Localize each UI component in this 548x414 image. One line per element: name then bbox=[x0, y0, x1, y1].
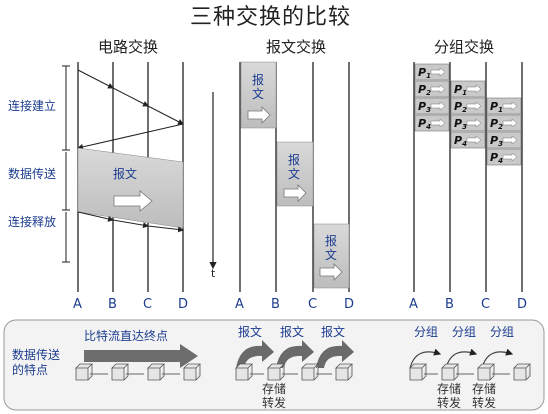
node-cube-icon bbox=[335, 363, 353, 381]
message-node-b: B bbox=[271, 297, 280, 312]
circuit-message-label: 报文 bbox=[113, 167, 138, 181]
packet-hop-label-2: 分组 bbox=[452, 325, 477, 339]
message-block-3-label: 报文 bbox=[325, 234, 338, 262]
transfer-arrow-icon bbox=[113, 190, 153, 212]
node-cube-icon bbox=[441, 363, 459, 381]
packet-arrow-icon bbox=[466, 135, 482, 145]
packet-arrow-icon bbox=[502, 135, 518, 145]
bitstream-arrow-icon bbox=[84, 344, 198, 368]
packet-hop-label-1: 分组 bbox=[414, 325, 439, 339]
node-cube-icon bbox=[75, 363, 93, 381]
circuit-switching-diagram bbox=[62, 62, 184, 292]
message-node-a: A bbox=[235, 297, 244, 312]
packet-hop-label-3: 分组 bbox=[490, 325, 515, 339]
packet-node-c: C bbox=[481, 297, 491, 312]
packet-node-d: D bbox=[517, 297, 528, 312]
node-cube-icon bbox=[409, 363, 427, 381]
message-block-3 bbox=[313, 223, 350, 289]
node-cube-icon bbox=[477, 363, 495, 381]
packet-arrow-icon bbox=[430, 67, 446, 77]
node-cubes bbox=[75, 363, 531, 381]
packet-switching-heading: 分组交换 bbox=[434, 38, 495, 56]
packet-node-a: A bbox=[409, 297, 418, 312]
phase-release-label: 连接释放 bbox=[8, 215, 57, 229]
setup-signals bbox=[77, 69, 184, 150]
message-block-2-label: 报文 bbox=[288, 153, 301, 181]
node-cube-icon bbox=[513, 363, 531, 381]
message-store-forward-label: 存储 转发 bbox=[262, 382, 287, 411]
time-axis-label: t bbox=[211, 267, 216, 280]
packet-node-b: B bbox=[445, 297, 454, 312]
packet-arrow-icon bbox=[502, 101, 518, 111]
packet-store-forward-label-1: 存储 转发 bbox=[437, 382, 462, 411]
circuit-switching-heading: 电路交换 bbox=[98, 38, 159, 56]
packet-arrow-icon bbox=[466, 84, 482, 94]
release-signals bbox=[77, 211, 184, 233]
message-switching-diagram bbox=[239, 61, 350, 292]
node-cube-icon bbox=[111, 363, 129, 381]
packet-arrow-icon bbox=[430, 101, 446, 111]
circuit-node-b: B bbox=[108, 297, 117, 312]
phase-setup-label: 连接建立 bbox=[8, 99, 57, 113]
message-switching-heading: 报文交换 bbox=[266, 38, 327, 56]
figure-title: 三种交换的比较 bbox=[190, 5, 352, 30]
circuit-node-d: D bbox=[178, 297, 189, 312]
node-cube-icon bbox=[235, 363, 253, 381]
packet-store-forward-label-2: 存储 转发 bbox=[472, 382, 497, 411]
node-cube-icon bbox=[301, 363, 319, 381]
data-transfer-characteristics-label: 数据传送 的特点 bbox=[12, 348, 61, 377]
packet-arrow-icon bbox=[502, 152, 518, 162]
packet-arrow-icon bbox=[502, 118, 518, 128]
node-cube-icon bbox=[267, 363, 285, 381]
message-hop-label-2: 报文 bbox=[280, 325, 305, 339]
message-hop-label-3: 报文 bbox=[321, 325, 346, 339]
circuit-node-c: C bbox=[143, 297, 153, 312]
message-block-1-label: 报文 bbox=[252, 73, 265, 101]
message-hop-label-1: 报文 bbox=[238, 325, 263, 339]
message-arrow-icon-3 bbox=[319, 263, 343, 281]
bottom-panel bbox=[3, 319, 545, 411]
circuit-node-a: A bbox=[73, 297, 82, 312]
message-arrow-icon-2 bbox=[283, 184, 307, 202]
phase-brackets bbox=[62, 65, 70, 263]
phase-transfer-label: 数据传送 bbox=[8, 167, 57, 181]
packet-node-lines bbox=[413, 62, 523, 292]
bitstream-label: 比特流直达终点 bbox=[84, 329, 169, 343]
message-hop-arrows bbox=[236, 340, 354, 368]
node-cube-icon bbox=[147, 363, 165, 381]
packet-arrow-icon bbox=[430, 84, 446, 94]
message-node-d: D bbox=[344, 297, 355, 312]
packet-arrow-icon bbox=[466, 118, 482, 128]
packet-arrow-icon bbox=[466, 101, 482, 111]
node-cube-icon bbox=[183, 363, 201, 381]
packet-arrow-icon bbox=[430, 118, 446, 128]
message-node-c: C bbox=[308, 297, 318, 312]
message-arrow-icon-1 bbox=[247, 106, 271, 124]
